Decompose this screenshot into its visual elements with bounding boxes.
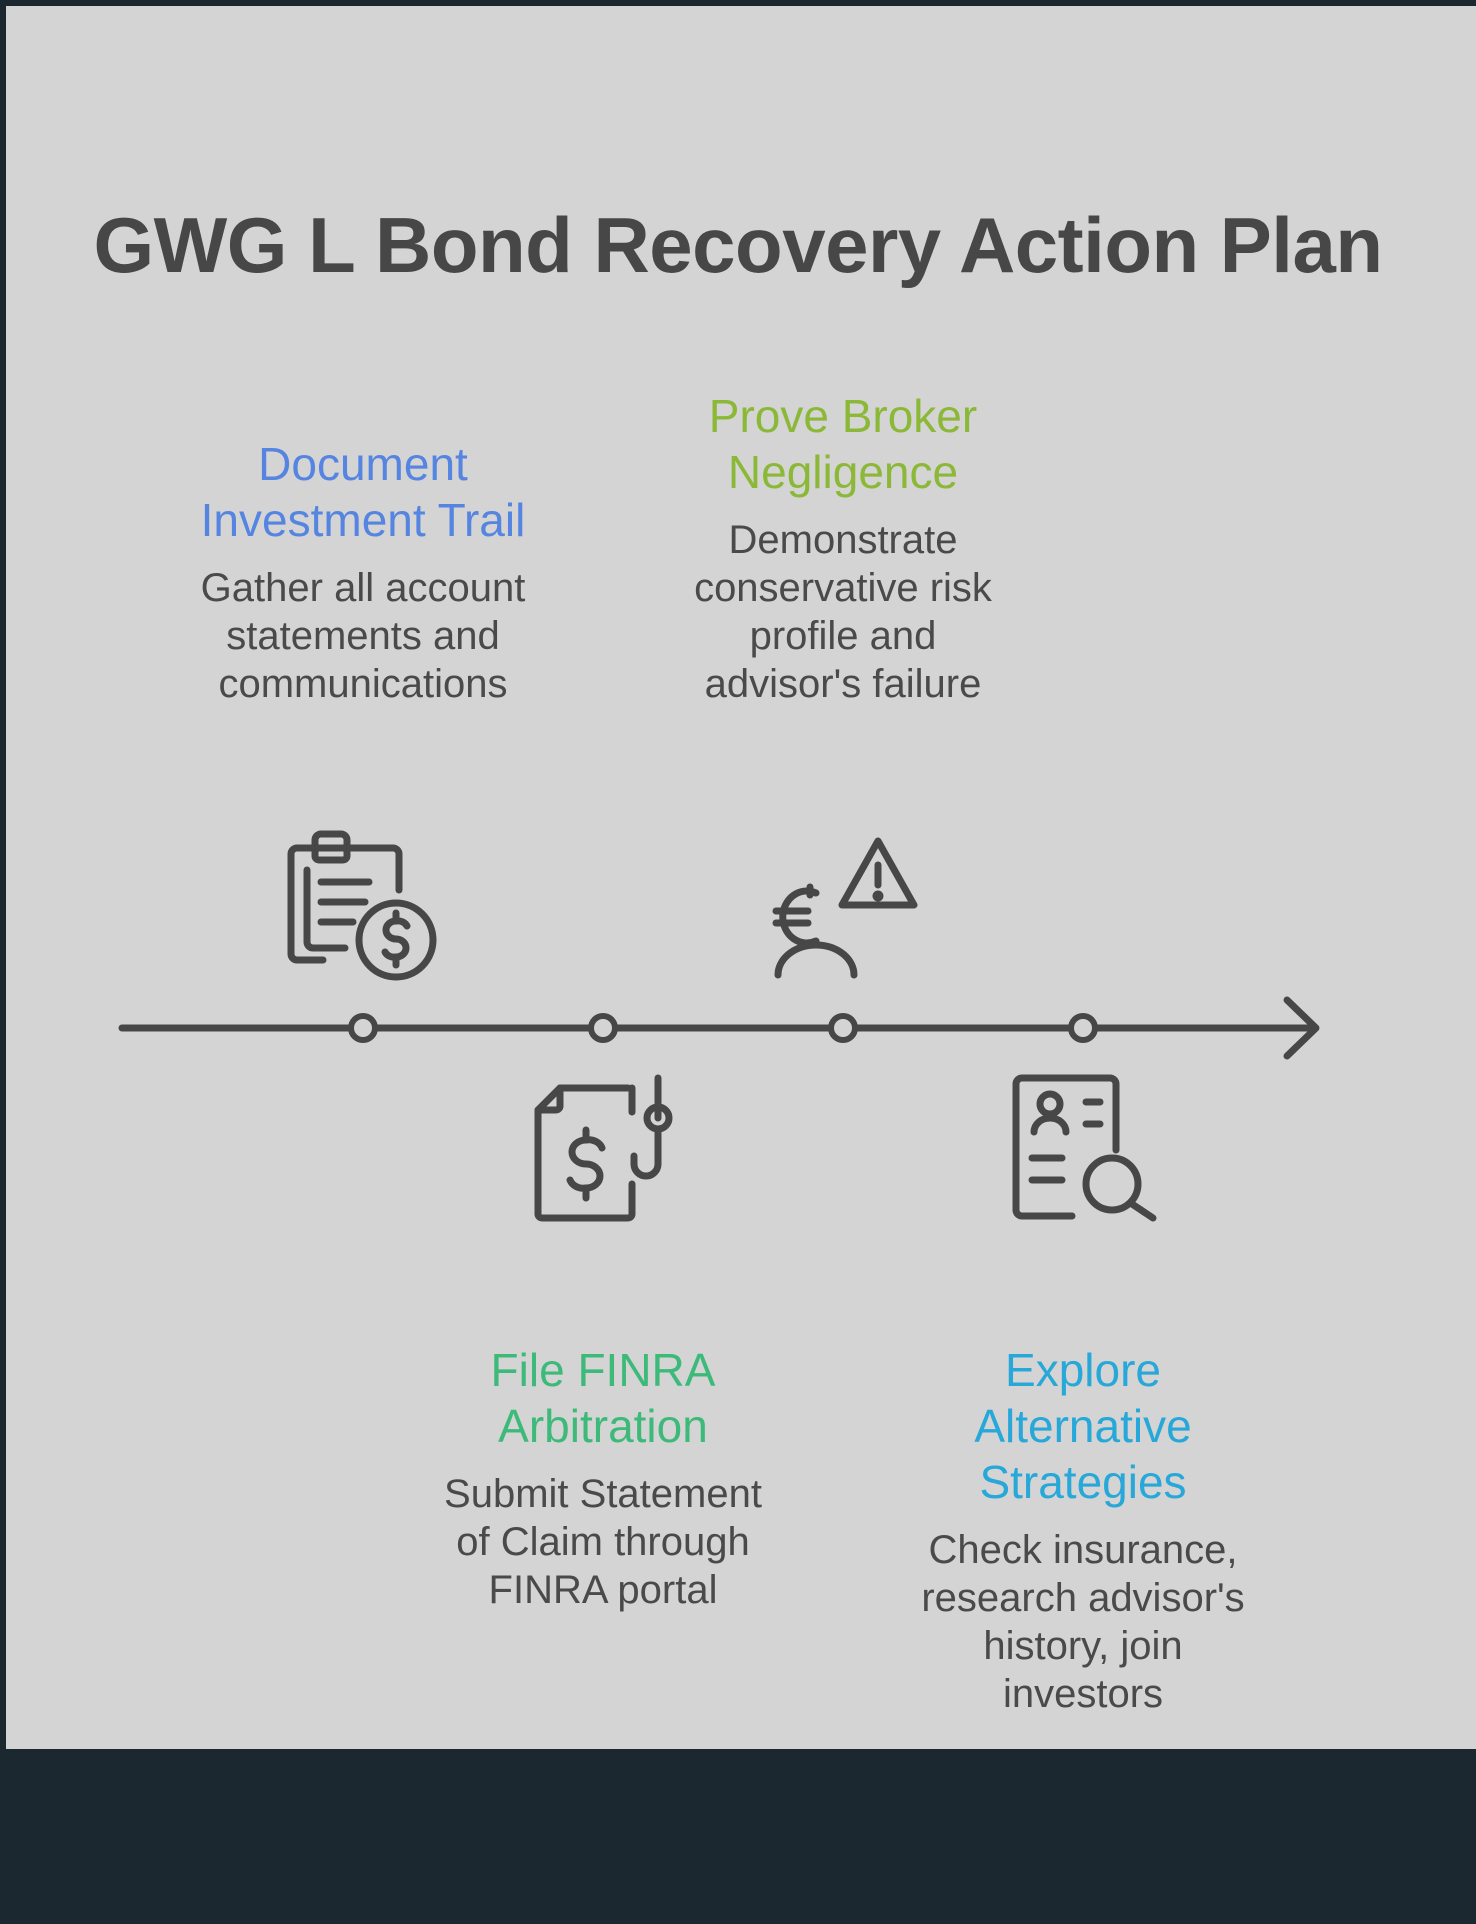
step-title: Explore Alternative Strategies xyxy=(974,1344,1192,1508)
diagram-canvas xyxy=(6,6,1476,1749)
page-title: GWG L Bond Recovery Action Plan xyxy=(93,201,1383,289)
timeline-node-1 xyxy=(348,1013,378,1043)
timeline-node-3 xyxy=(828,1013,858,1043)
profile-search-icon xyxy=(1012,1074,1157,1222)
step-title: Prove Broker Negligence xyxy=(708,390,978,498)
step-description: Demonstrate conservative risk profile an… xyxy=(694,518,992,706)
step-explore-alternative-strategies: Explore Alternative Strategies Check ins… xyxy=(883,1342,1283,1718)
step-description: Gather all account statements and commun… xyxy=(200,566,526,706)
document-dollar-hook-icon xyxy=(534,1074,673,1222)
timeline-arrowhead xyxy=(1283,996,1320,1060)
step-title: File FINRA Arbitration xyxy=(490,1344,716,1452)
timeline-node-4 xyxy=(1068,1013,1098,1043)
person-currency-warning-icon xyxy=(772,837,918,979)
step-description: Check insurance, research advisor's hist… xyxy=(921,1528,1245,1716)
footer-bar xyxy=(0,1749,1476,1924)
step-document-investment-trail: Document Investment Trail Gather all acc… xyxy=(163,436,563,708)
step-prove-broker-negligence: Prove Broker Negligence Demonstrate cons… xyxy=(643,388,1043,708)
clipboard-dollar-icon xyxy=(287,830,437,981)
step-description: Submit Statement of Claim through FINRA … xyxy=(444,1472,762,1612)
step-file-finra-arbitration: File FINRA Arbitration Submit Statement … xyxy=(403,1342,803,1614)
step-title: Document Investment Trail xyxy=(200,438,526,546)
timeline-node-2 xyxy=(588,1013,618,1043)
